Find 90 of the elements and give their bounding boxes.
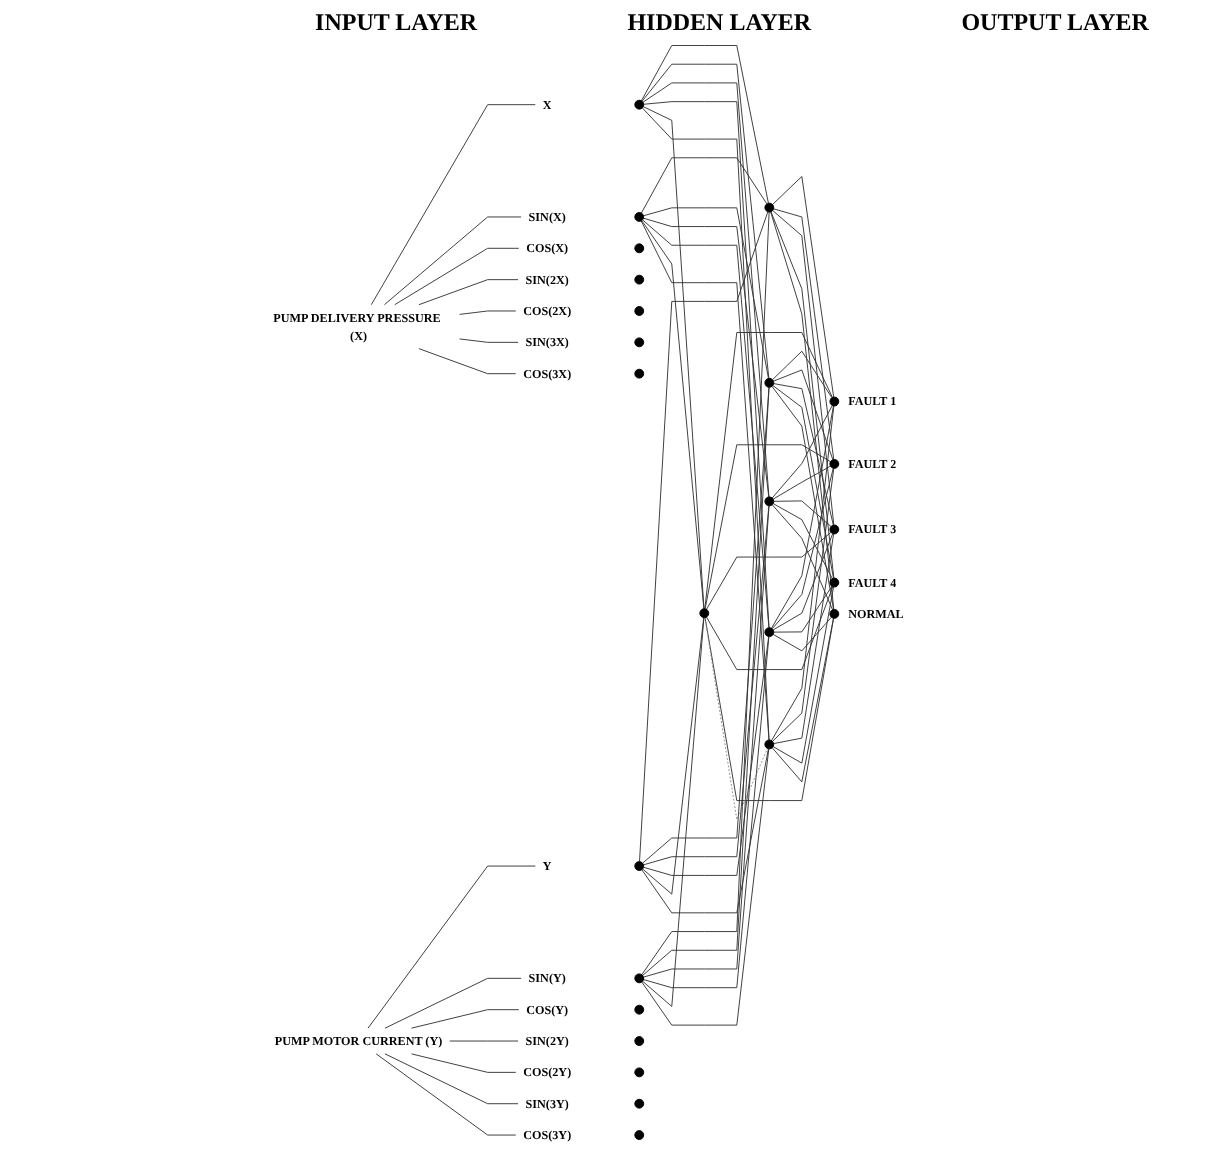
connector <box>642 617 705 895</box>
connector <box>368 865 537 1029</box>
connector <box>706 531 832 610</box>
connector <box>773 533 835 745</box>
node-circle <box>765 739 775 750</box>
connector <box>643 505 771 978</box>
node-circle <box>765 377 775 388</box>
connector <box>419 348 517 375</box>
connector <box>459 338 520 343</box>
connector <box>641 211 771 976</box>
node-circle <box>634 973 645 984</box>
connector <box>771 405 835 742</box>
node-circle <box>830 524 840 535</box>
connector <box>641 748 770 1026</box>
connector <box>642 617 705 1007</box>
connector <box>459 310 517 315</box>
node-circle <box>830 459 840 469</box>
connector <box>385 977 523 1029</box>
connector <box>772 404 834 499</box>
connector <box>385 1053 520 1105</box>
connector <box>773 385 835 579</box>
node-circle <box>634 337 645 348</box>
connector <box>705 617 835 802</box>
node-circle <box>634 1036 645 1046</box>
connector <box>641 748 770 914</box>
connector <box>705 444 832 610</box>
connector <box>394 247 520 306</box>
connector <box>772 176 835 398</box>
connector <box>641 157 768 214</box>
connector <box>772 504 834 611</box>
connector <box>773 585 833 633</box>
connector <box>773 369 834 461</box>
connector <box>419 279 520 306</box>
connector <box>642 219 770 629</box>
node-circle <box>765 202 775 213</box>
node-circle <box>765 496 775 507</box>
layer-heading: INPUT LAYER <box>315 8 478 38</box>
connector <box>371 104 537 306</box>
connector <box>643 636 770 876</box>
connector <box>641 220 705 610</box>
connector <box>772 467 835 742</box>
connector <box>772 467 835 630</box>
connector <box>772 617 835 783</box>
node-circle <box>634 861 645 871</box>
node-circle <box>634 274 645 285</box>
layer-heading: HIDDEN LAYER <box>627 8 812 38</box>
connector <box>704 332 834 610</box>
connector <box>706 586 834 671</box>
node-circle <box>634 1130 645 1140</box>
node-circle <box>765 627 775 638</box>
node-circle <box>634 212 645 222</box>
connector <box>773 383 835 526</box>
connector <box>641 220 771 741</box>
connector <box>772 210 835 526</box>
node-circle <box>634 1098 645 1109</box>
connector <box>643 217 770 498</box>
connector <box>411 1053 517 1073</box>
node-circle <box>634 306 645 316</box>
node-circle <box>634 1004 645 1015</box>
connector <box>643 82 771 498</box>
node-circle <box>634 368 645 379</box>
node-circle <box>830 609 840 619</box>
node-circle <box>634 99 645 110</box>
connector <box>639 211 769 863</box>
connector <box>773 208 835 461</box>
connector <box>772 385 835 610</box>
connector <box>641 45 770 204</box>
node-circle <box>830 577 840 588</box>
connector <box>643 207 770 379</box>
node-circle <box>634 1067 645 1078</box>
layer-heading: OUTPUT LAYER <box>961 8 1149 38</box>
connector <box>705 617 769 820</box>
connector <box>642 63 770 379</box>
connector <box>411 1009 520 1029</box>
connector <box>642 386 771 976</box>
connector <box>376 1053 517 1136</box>
connector <box>384 216 523 306</box>
connector <box>643 101 771 629</box>
node-circle <box>634 243 645 254</box>
connector <box>773 465 832 500</box>
connector <box>771 405 835 629</box>
connector <box>643 106 706 610</box>
node-circle <box>699 608 710 619</box>
connector <box>773 586 835 764</box>
connector <box>773 533 834 631</box>
connector <box>643 636 770 989</box>
connector <box>773 503 834 580</box>
node-circle <box>830 396 840 407</box>
connector <box>773 500 833 527</box>
connector <box>642 107 771 741</box>
